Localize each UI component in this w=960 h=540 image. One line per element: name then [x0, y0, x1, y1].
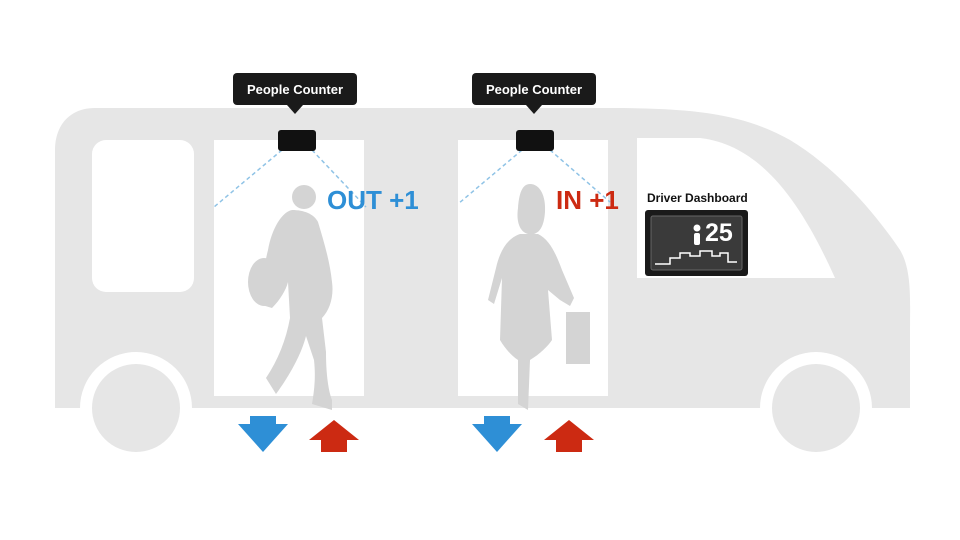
people-counter-callout-1: People Counter [233, 73, 357, 114]
passenger-exiting-silhouette [248, 185, 333, 410]
person-icon [693, 224, 701, 245]
in-count-label: IN +1 [556, 185, 619, 215]
front-door-in-arrow [544, 420, 594, 452]
sensor-beams [213, 149, 611, 208]
rear-door-in-arrow [309, 420, 359, 452]
people-counter-sensor-2 [516, 130, 554, 151]
up-arrow-icon [309, 420, 359, 440]
front-wheel [772, 364, 860, 452]
people-counter-label: People Counter [246, 81, 344, 97]
people-counter-label: People Counter [485, 81, 583, 97]
occupancy-sparkline [655, 250, 737, 265]
out-count-label: OUT +1 [327, 185, 419, 215]
front-door-out-arrow [472, 416, 522, 452]
people-counter-callout-2: People Counter [472, 73, 596, 114]
dashboard-title: Driver Dashboard [647, 191, 748, 205]
bus-body [55, 108, 920, 468]
rear-wheel [92, 364, 180, 452]
driver-dashboard [645, 210, 748, 276]
down-arrow-icon [238, 424, 288, 452]
passenger-entering-silhouette [488, 184, 590, 410]
up-arrow-icon [544, 420, 594, 440]
rear-door-out-arrow [238, 416, 288, 452]
down-arrow-icon [472, 424, 522, 452]
dashboard-passenger-count: 25 [705, 219, 733, 247]
people-counter-sensor-1 [278, 130, 316, 151]
rear-window [92, 140, 194, 292]
